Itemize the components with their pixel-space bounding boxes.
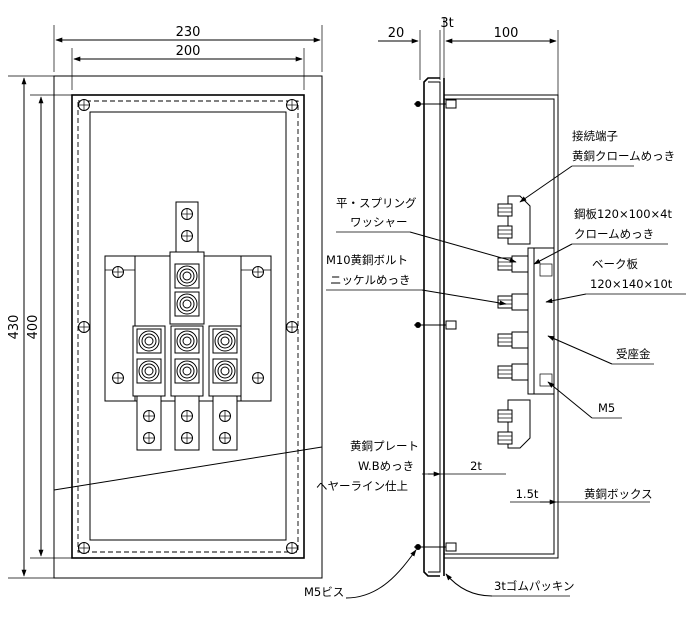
dim-100-label: 100 [494,26,519,41]
label-m5: M5 [598,401,615,415]
label-bolt-line1: M10黄銅ボルト [326,253,408,267]
inner-recess [89,111,287,541]
dimension-230: 230 [53,25,323,72]
label-brass-box: 黄銅ボックス [584,487,653,501]
dim-200-label: 200 [176,44,201,59]
front-plate [71,94,305,559]
side-view: 20 3t 100 [378,16,650,577]
dim-20-label: 20 [388,26,405,41]
label-bracket: 受座金 [616,347,651,361]
label-washer-line2: ワッシャー [350,215,408,229]
label-washer-line1: 平・スプリング [336,196,417,210]
section-line [53,446,323,491]
label-m5-screw: M5ビス [304,585,344,599]
front-view: 230 200 430 400 [7,25,323,579]
label-terminal-line1: 接続端子 [572,129,618,143]
label-bolt-line2: ニッケルめっき [330,273,411,287]
label-brass-plate-line1: 黄銅プレート [350,439,419,453]
brass-box-profile [444,94,559,559]
outer-box [53,75,323,579]
dimension-20: 20 [378,26,441,80]
dim-430-label: 430 [7,315,22,340]
side-terminal-stack [497,195,555,449]
dimension-400: 400 [26,94,72,559]
label-rubber-packing: 3tゴムパッキン [494,579,574,593]
label-steel-line1: 鋼板120×100×4t [574,207,672,221]
label-brass-plate-line3: ヘヤーライン仕上 [316,479,408,493]
dimension-430: 430 [7,75,54,579]
label-bakelite-line1: ベーク板 [592,257,638,271]
dim-400-label: 400 [26,315,41,340]
label-terminal-line2: 黄銅クロームめっき [572,149,675,163]
dim-1-5t-label: 1.5t [516,487,539,501]
dim-230-label: 230 [176,25,201,40]
label-brass-plate-line2: W.Bめっき [358,459,414,473]
label-bakelite-line2: 120×140×10t [590,277,673,291]
terminal-block [104,201,272,451]
dimension-200: 200 [71,44,305,90]
label-steel-line2: クロームめっき [574,227,654,241]
callouts: 接続端子 黄銅クロームめっき 平・スプリング ワッシャー 鋼板120×100×4… [304,129,686,599]
dimension-100: 100 [446,26,559,95]
side-screw-icons [414,99,457,552]
dimension-3t: 3t [440,16,470,80]
dim-2t-label: 2t [470,459,482,473]
dim-3t-label: 3t [440,16,453,31]
